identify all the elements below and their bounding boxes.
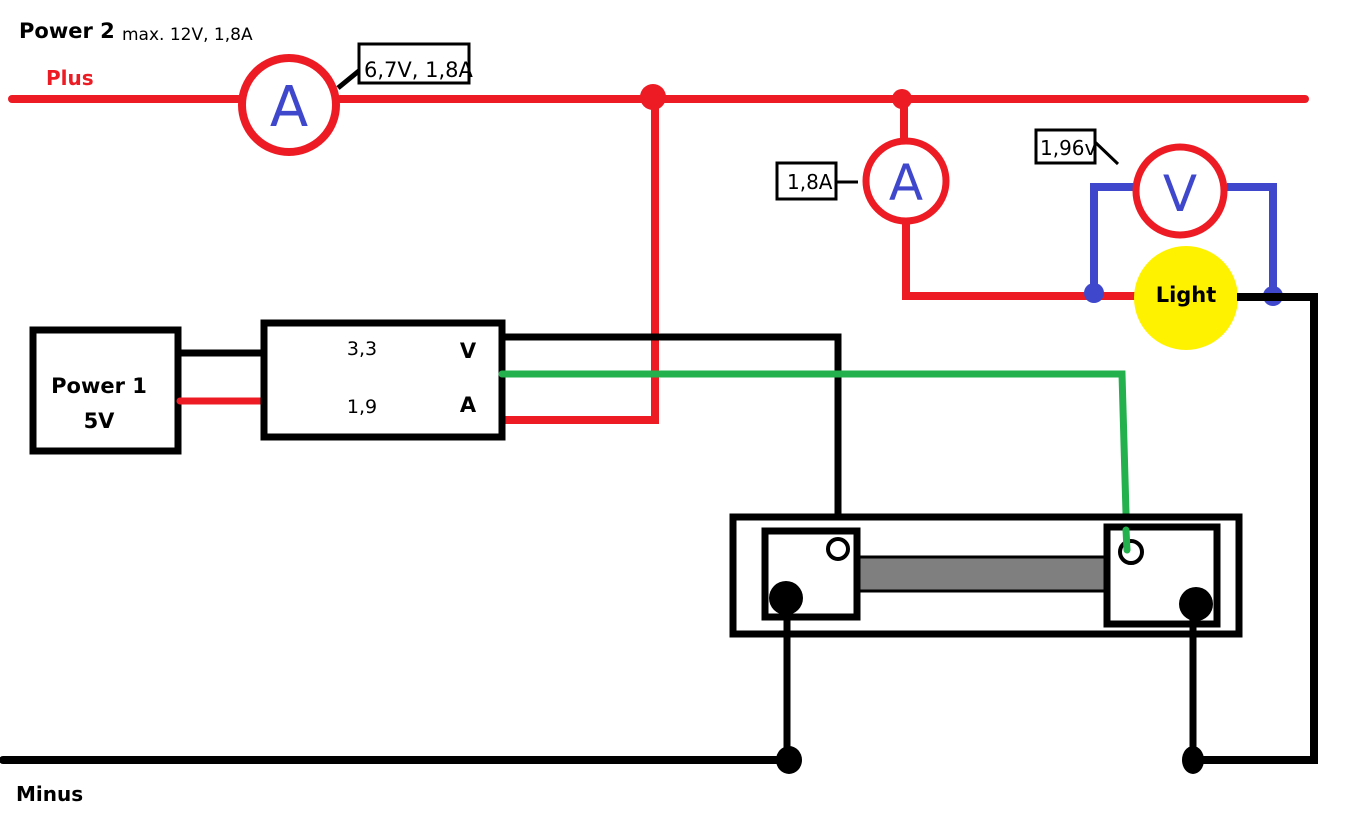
power1-label-line1: Power 1: [51, 374, 147, 398]
minus-junction-right: [1182, 746, 1204, 774]
lamp-return-wire: [1193, 293, 1318, 764]
shunt-sense-left-wire: [502, 333, 842, 546]
voltmeter-reading-box: 1,96v: [1034, 128, 1097, 165]
plus-rail-label: Plus: [46, 66, 94, 90]
lamp-label: Light: [1156, 283, 1217, 307]
voltmeter: V: [1132, 143, 1228, 239]
controller-current-value: 1,9: [347, 396, 377, 418]
main-ammeter: A: [238, 54, 340, 156]
main-ammeter-callout-line: [336, 68, 362, 90]
shunt-resistor: [729, 513, 1243, 638]
voltmeter-reading: 1,96v: [1040, 136, 1097, 160]
main-ammeter-reading: 6,7V, 1,8A: [364, 58, 474, 82]
main-ammeter-letter: A: [270, 75, 308, 140]
branch-ammeter: A: [862, 137, 950, 225]
lamp: Light: [1134, 246, 1238, 350]
shunt-sense-right-wire: [498, 370, 1131, 552]
minus-junction-left: [776, 746, 802, 774]
lamp-plus-wire: [900, 100, 1139, 300]
branch-ammeter-letter: A: [889, 154, 923, 212]
shunt-terminal-left: [761, 527, 861, 621]
minus-rail-label: Minus: [16, 782, 83, 806]
controller-voltage-unit: V: [460, 339, 477, 363]
branch-ammeter-reading-box: 1,8A: [775, 161, 838, 201]
power1-supply: Power 1 5V: [29, 326, 182, 455]
controller-plus-wire: [498, 96, 659, 424]
shunt-main-left-bolt: [769, 581, 803, 615]
controller-voltage-value: 3,3: [347, 338, 377, 360]
power2-label: Power 2: [19, 19, 115, 43]
shunt-body: [855, 555, 1109, 593]
power1-label-line2: 5V: [84, 409, 116, 433]
controller-current-unit: A: [460, 393, 477, 417]
shunt-main-right-bolt: [1179, 587, 1213, 621]
power2-spec: max. 12V, 1,8A: [122, 25, 253, 45]
controller-module: 3,3 V 1,9 A: [260, 319, 506, 441]
main-ammeter-reading-box: 6,7V, 1,8A: [357, 42, 474, 85]
shunt-sense-left-screw: [826, 537, 850, 561]
voltmeter-callout-line: [1093, 140, 1120, 166]
minus-rail: [0, 746, 1204, 774]
sense-wire-tip: [1122, 526, 1131, 554]
voltmeter-probe-left: [1084, 283, 1104, 303]
branch-ammeter-reading: 1,8A: [787, 170, 833, 194]
voltmeter-letter: V: [1163, 165, 1197, 223]
